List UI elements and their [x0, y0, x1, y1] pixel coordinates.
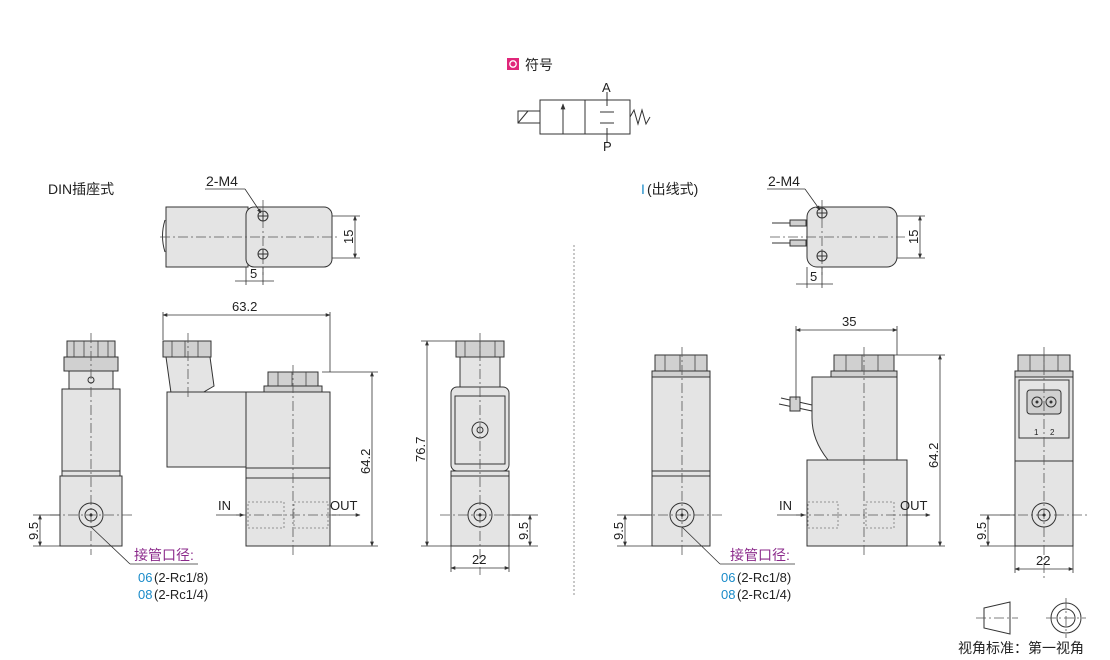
lead-port-in: IN — [779, 498, 792, 513]
lead-top-view: 2-M4 15 5 — [767, 173, 925, 288]
lead-pipe-code-06: 06 — [721, 570, 735, 585]
lead-pipe-code-08: 08 — [721, 587, 735, 602]
lead-title: (出线式) — [647, 181, 698, 197]
view-standard-label: 视角标准：第一视角 — [958, 640, 1084, 656]
lead-port-out: OUT — [900, 498, 928, 513]
lead-dim-5: 5 — [810, 269, 817, 284]
dim-9-5: 9.5 — [26, 522, 41, 540]
din-side-view-left: 9.5 接管口径: 06 (2-Rc1/8) 08 (2-Rc1/4) — [26, 333, 208, 602]
dim-15: 15 — [341, 230, 356, 244]
pin-2: 2 — [1050, 428, 1055, 437]
dim-35: 35 — [842, 314, 856, 329]
dim-9-5: 9.5 — [516, 522, 531, 540]
symbol-title: 符号 — [525, 57, 553, 73]
dim-22: 22 — [472, 552, 486, 567]
dim-76-7: 76.7 — [413, 437, 428, 462]
solenoid-actuator-icon — [517, 110, 541, 124]
dim-5: 5 — [250, 266, 257, 281]
lead-dim-15: 15 — [906, 230, 921, 244]
din-front-view: IN OUT 63.2 64.2 — [162, 299, 378, 555]
din-title: DIN插座式 — [48, 181, 114, 197]
lead-dim-9-5: 9.5 — [611, 522, 626, 540]
pin-1: 1 — [1034, 428, 1039, 437]
lead-dim-64-2: 64.2 — [926, 443, 941, 468]
lead-prefix: I — [641, 181, 645, 197]
symbol-port-a: A — [602, 80, 611, 95]
section-bullet-icon — [507, 58, 519, 70]
din-side-view-right: 76.7 9.5 22 — [413, 333, 538, 575]
lead-side-view-left: 9.5 接管口径: 06 (2-Rc1/8) 08 (2-Rc1/4) — [611, 347, 795, 602]
dim-63-2: 63.2 — [232, 299, 257, 314]
lead-dim-9-5b: 9.5 — [974, 522, 989, 540]
port-out: OUT — [330, 498, 358, 513]
pipe-code-08: 08 — [138, 587, 152, 602]
first-angle-projection-icon: 视角标准：第一视角 — [958, 598, 1086, 656]
lead-pipe-spec-06: (2-Rc1/8) — [737, 570, 791, 585]
pipe-code-06: 06 — [138, 570, 152, 585]
lead-pipe-spec-08: (2-Rc1/4) — [737, 587, 791, 602]
port-hole-icon — [467, 502, 493, 528]
dim-2m4: 2-M4 — [206, 173, 238, 189]
pipe-title: 接管口径: — [134, 547, 194, 563]
lead-side-view-right: 1 2 9.5 22 — [974, 347, 1088, 578]
lead-dim-22: 22 — [1036, 553, 1050, 568]
dim-64-2: 64.2 — [358, 449, 373, 474]
pipe-spec-08: (2-Rc1/4) — [154, 587, 208, 602]
lead-dim-2m4: 2-M4 — [768, 173, 800, 189]
din-top-view: 2-M4 15 5 — [160, 173, 360, 285]
port-in: IN — [218, 498, 231, 513]
symbol-port-p: P — [603, 139, 612, 154]
valve-symbol: 符号 A P — [507, 57, 651, 154]
lead-front-view: IN OUT 35 64.2 — [777, 314, 945, 555]
pipe-spec-06: (2-Rc1/8) — [154, 570, 208, 585]
lead-pipe-title: 接管口径: — [730, 547, 790, 563]
spring-icon — [629, 108, 651, 126]
port-hole-icon — [1031, 502, 1057, 528]
